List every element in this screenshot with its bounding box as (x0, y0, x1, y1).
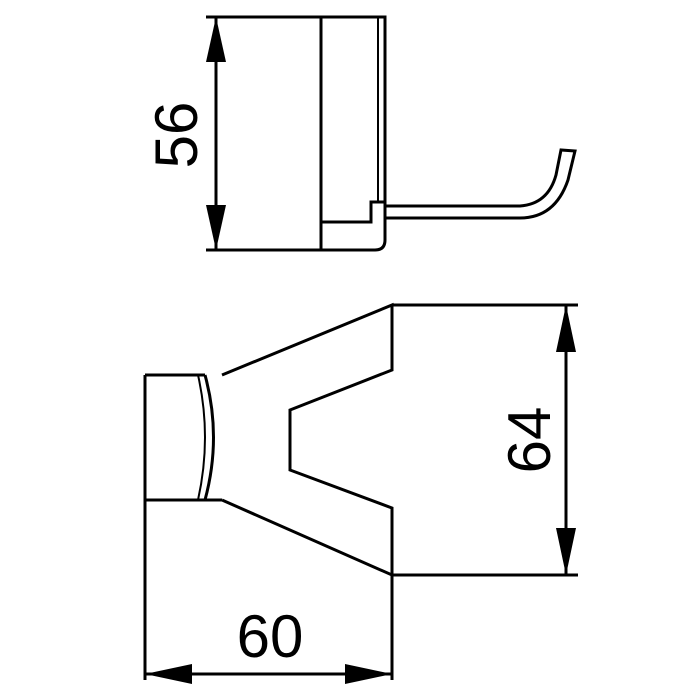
front-view (143, 302, 578, 680)
dimension-60: 60 (145, 603, 392, 684)
dimension-60-arrow-left (145, 664, 192, 684)
dimension-60-label: 60 (237, 603, 304, 670)
dimension-56: 56 (143, 17, 226, 250)
top-view (206, 15, 577, 252)
front-view-flange-curve-2 (197, 374, 206, 501)
top-view-base-outline (206, 15, 387, 252)
dimension-56-label: 56 (143, 102, 210, 169)
dimension-64-arrow-bottom (556, 528, 576, 575)
top-view-step (321, 200, 385, 224)
dimension-64-label: 64 (496, 407, 563, 474)
front-view-flange-curve (203, 374, 215, 501)
front-view-base (143, 373, 205, 680)
dimension-56-arrow-top (206, 17, 226, 62)
dimension-64: 64 (496, 305, 576, 575)
dimension-56-arrow-bottom (206, 205, 226, 250)
dimension-64-arrow-top (556, 305, 576, 352)
hook-arm (385, 148, 577, 220)
dimension-60-arrow-right (345, 664, 392, 684)
front-view-upper-arm (221, 302, 394, 578)
